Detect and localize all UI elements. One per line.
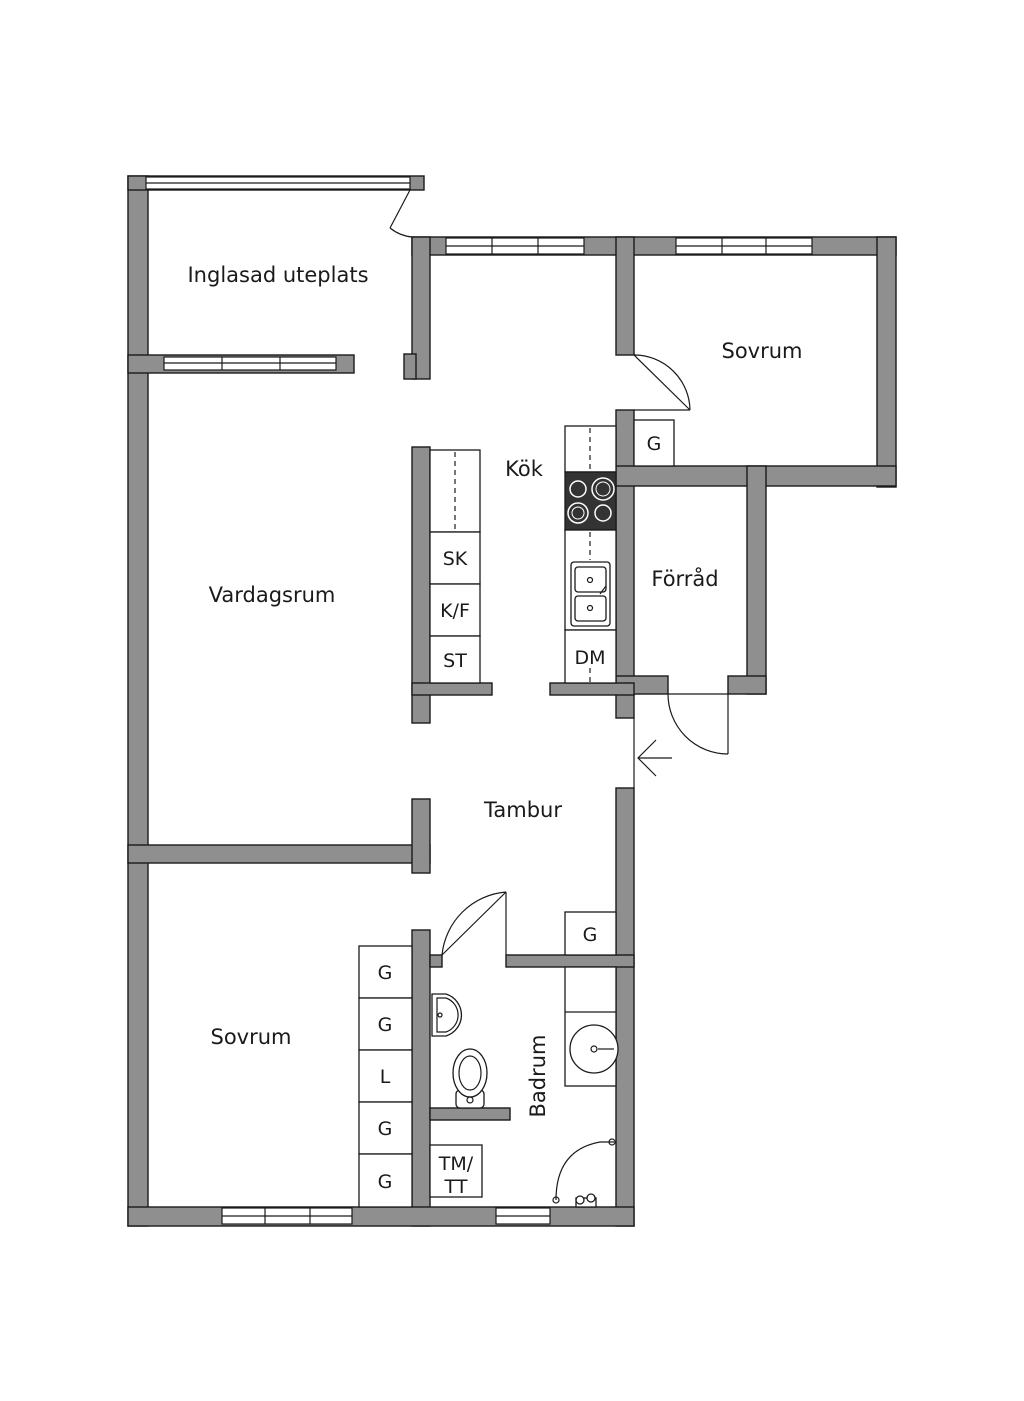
sink-round-icon — [569, 1024, 619, 1074]
bathroom-fixtures: TM/ TT — [429, 966, 619, 1208]
room-label-bathroom: Badrum — [526, 1034, 550, 1117]
wardrobe-cell — [358, 1153, 413, 1208]
wardrobe-column: G G L G G — [358, 945, 413, 1208]
shower-mixer-icon — [575, 1193, 597, 1208]
kitchen-fixtures: SK K/F ST DM — [429, 425, 617, 684]
room-label-bedroom-bottom: Sovrum — [210, 1025, 291, 1049]
door-storage — [667, 693, 729, 755]
toilet-icon — [452, 1048, 488, 1109]
wall-living-bottom — [127, 844, 431, 864]
wall-storage-bottom-right — [727, 675, 767, 695]
wall-patio-stub — [403, 353, 417, 380]
closets: G G G G L G G — [358, 419, 675, 1208]
wardrobe-label: L — [380, 1066, 391, 1088]
wardrobe-cell — [358, 1049, 413, 1103]
wall-kitchen-right-foot — [549, 682, 635, 696]
wall-bath-shelf — [429, 1107, 511, 1121]
label-dm: DM — [574, 647, 605, 669]
fixture-dm — [564, 629, 617, 684]
wardrobe-label: G — [378, 1171, 393, 1193]
wardrobe-cell — [358, 997, 413, 1051]
wall-kitchen-left — [411, 446, 431, 724]
fixture-sk — [429, 531, 481, 585]
closet-bedroom-top — [633, 419, 675, 467]
wardrobe-label: G — [378, 1118, 393, 1140]
wall-bottom — [127, 1206, 635, 1227]
label-tt: TT — [444, 1176, 468, 1198]
label-g-hall: G — [583, 924, 598, 946]
windows — [145, 176, 813, 1225]
wall-bath-jamb — [429, 954, 443, 968]
wall-left — [127, 175, 149, 1227]
room-labels: Inglasad uteplats Sovrum Kök Vardagsrum … — [187, 263, 802, 1118]
label-st: ST — [443, 650, 467, 672]
fixture-st — [429, 635, 481, 684]
room-label-living: Vardagsrum — [209, 583, 336, 607]
wardrobe-label: G — [378, 962, 393, 984]
wall-bedroom-right — [876, 236, 897, 488]
wall-right-lower — [615, 787, 635, 1227]
label-g-bedroom-top: G — [647, 433, 662, 455]
shower-curtain — [555, 1141, 614, 1201]
wall-living-stub — [411, 798, 431, 874]
room-label-patio: Inglasad uteplats — [187, 263, 368, 287]
label-sk: SK — [443, 548, 468, 570]
closet-hall — [564, 911, 617, 956]
wall-storage-right — [746, 465, 767, 695]
label-tm: TM/ — [438, 1153, 474, 1175]
wall-kitchen-left-foot — [411, 682, 493, 696]
label-kf: K/F — [440, 600, 470, 622]
wall-bath-top — [505, 954, 635, 968]
fixture-kf — [429, 583, 481, 637]
washer-dryer — [429, 1144, 483, 1198]
door-bathroom — [441, 891, 507, 956]
wall-bath-left — [411, 929, 431, 1227]
doors — [389, 189, 729, 956]
room-label-bedroom-top: Sovrum — [721, 339, 802, 363]
wall-patio-right — [411, 236, 431, 380]
wall-bedroom-left-upper — [615, 236, 635, 356]
room-label-kitchen: Kök — [505, 457, 544, 481]
walls — [127, 175, 897, 1227]
wardrobe-label: G — [378, 1014, 393, 1036]
door-patio — [389, 189, 413, 238]
room-label-hall: Tambur — [483, 798, 562, 822]
entrance-arrow-icon — [637, 739, 672, 777]
room-label-storage: Förråd — [651, 566, 718, 591]
wall-bedroom-left-lower — [615, 409, 635, 719]
door-bedroom-top — [633, 354, 691, 411]
